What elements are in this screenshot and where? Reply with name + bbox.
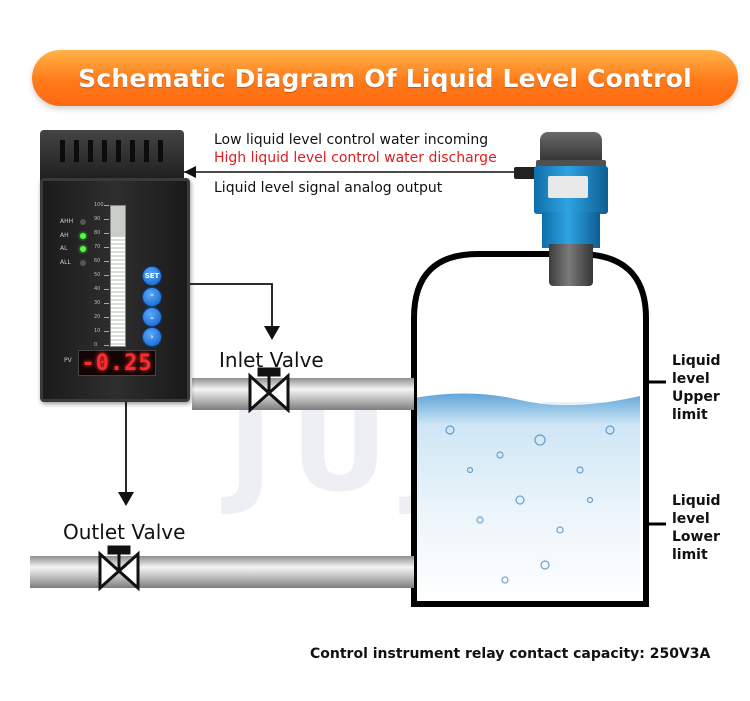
outlet-valve-label: Outlet Valve <box>63 520 186 544</box>
lower-limit-label: Liquid level Lower limit <box>672 493 721 563</box>
vent-slot <box>144 140 149 162</box>
outlet-valve-icon <box>98 545 140 592</box>
tank-water <box>414 393 640 604</box>
signal-low-incoming: Low liquid level control water incoming <box>214 132 489 148</box>
scale-label: 0 <box>94 342 98 348</box>
sensor-probe <box>549 244 593 286</box>
up-button[interactable]: ⌃ <box>142 287 162 307</box>
inlet-valve-icon <box>248 367 290 414</box>
signal-analog-output: Liquid level signal analog output <box>214 180 443 196</box>
vent-slot <box>116 140 121 162</box>
level-bargraph-fill <box>111 236 125 346</box>
sensor-neck <box>542 212 600 248</box>
scale-label: 20 <box>94 314 101 320</box>
vent-slot <box>102 140 107 162</box>
scale-tick <box>104 317 109 318</box>
scale-tick <box>104 247 109 248</box>
scale-tick <box>104 261 109 262</box>
inlet-pipe <box>192 378 414 410</box>
inlet-valve-label: Inlet Valve <box>219 348 324 372</box>
set-button[interactable]: SET <box>142 266 162 286</box>
chevron-down-icon: ⌄ <box>149 313 155 321</box>
scale-tick <box>104 205 109 206</box>
scale-label: 40 <box>94 286 101 292</box>
vent-slot <box>130 140 135 162</box>
vent-slot <box>60 140 65 162</box>
scale-label: 50 <box>94 272 101 278</box>
scale-label: 30 <box>94 300 101 306</box>
scale-label: 70 <box>94 244 101 250</box>
scale-tick <box>104 233 109 234</box>
vent-slot <box>158 140 163 162</box>
relay-capacity-note: Control instrument relay contact capacit… <box>310 646 711 662</box>
scale-tick <box>104 345 109 346</box>
scale-label: 90 <box>94 216 101 222</box>
title-banner: Schematic Diagram Of Liquid Level Contro… <box>32 50 738 106</box>
chevron-right-icon: › <box>150 333 154 341</box>
alarm-led-icon <box>80 219 86 225</box>
cable-gland <box>514 167 536 179</box>
sensor-nameplate <box>548 176 588 198</box>
water-bubbles <box>445 425 615 584</box>
vent-slot <box>88 140 93 162</box>
scale-tick <box>104 275 109 276</box>
outlet-pipe <box>30 556 414 588</box>
level-bargraph <box>110 205 126 347</box>
down-button[interactable]: ⌄ <box>142 307 162 327</box>
inlet-control-arrow-icon <box>264 326 280 340</box>
signal-high-discharge: High liquid level control water discharg… <box>214 150 497 166</box>
vent-slot <box>74 140 79 162</box>
pv-label: PV <box>64 357 72 364</box>
scale-label: 10 <box>94 328 101 334</box>
led-label: ALL <box>60 259 71 266</box>
chevron-up-icon: ⌃ <box>149 293 155 301</box>
alarm-led-icon <box>80 260 86 266</box>
led-label: AH <box>60 232 69 239</box>
alarm-led-icon <box>80 246 86 252</box>
sensor-cap-rim <box>536 160 606 168</box>
diagram-title: Schematic Diagram Of Liquid Level Contro… <box>78 63 692 93</box>
led-label: AL <box>60 245 68 252</box>
scale-tick <box>104 331 109 332</box>
controller-housing-top <box>40 130 184 182</box>
shift-button[interactable]: › <box>142 327 162 347</box>
scale-label: 60 <box>94 258 101 264</box>
upper-limit-label: Liquid level Upper limit <box>672 353 721 423</box>
signal-arrow-icon <box>184 166 196 178</box>
outlet-control-arrow-icon <box>118 492 134 506</box>
led-label: AHH <box>60 218 74 225</box>
scale-tick <box>104 289 109 290</box>
inlet-control-line <box>184 283 273 328</box>
scale-label: 80 <box>94 230 101 236</box>
digital-display: -0.25 <box>78 350 156 376</box>
scale-tick <box>104 303 109 304</box>
scale-tick <box>104 219 109 220</box>
scale-label: 100 <box>94 202 104 208</box>
alarm-led-icon <box>80 233 86 239</box>
